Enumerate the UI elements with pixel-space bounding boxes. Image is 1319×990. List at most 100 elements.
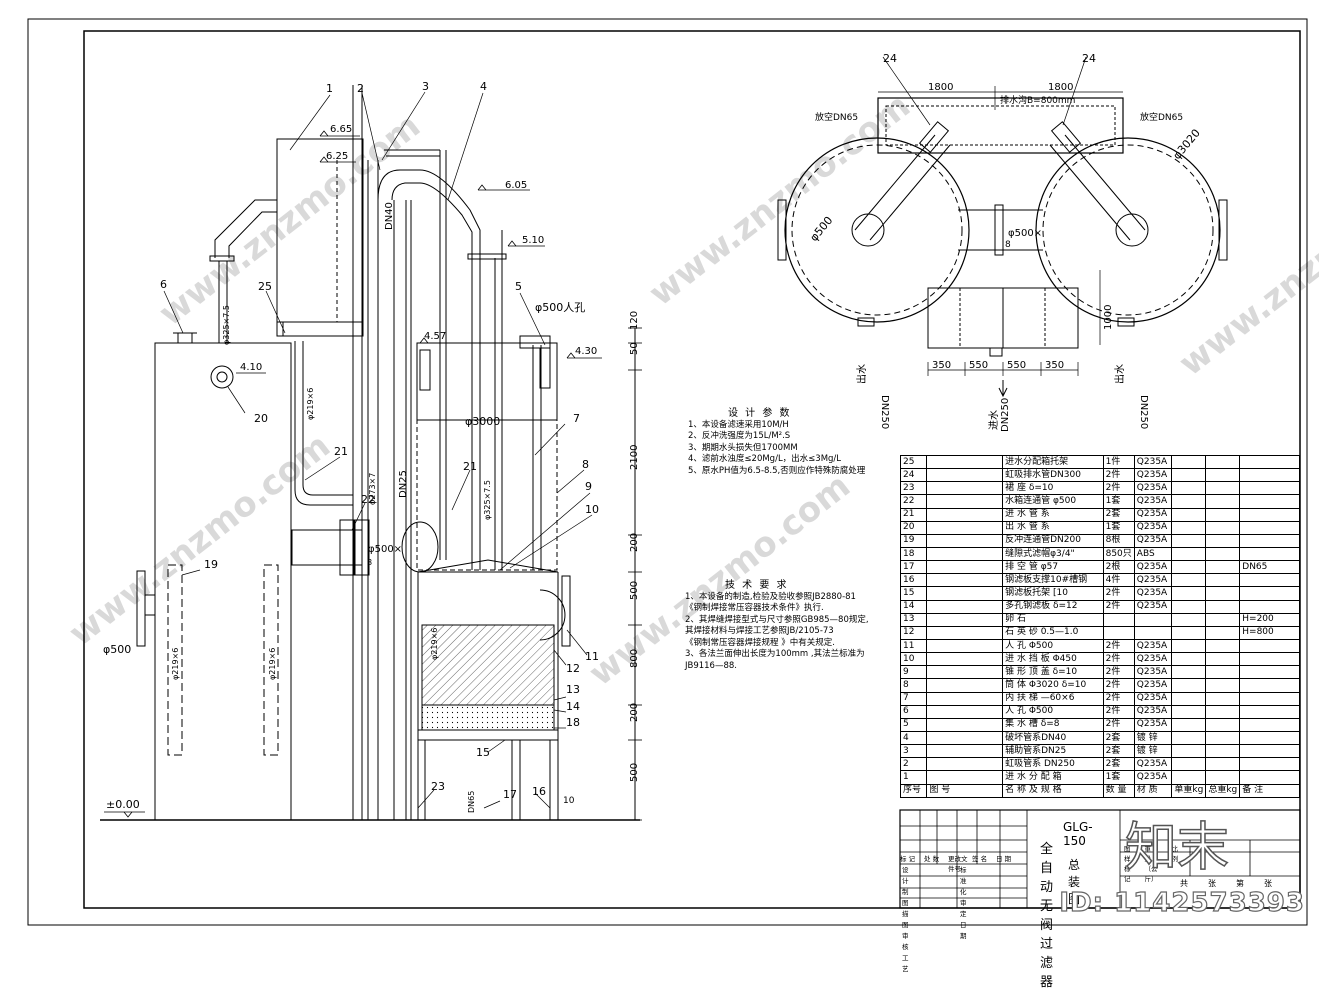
bom-cell: 21 <box>899 507 928 522</box>
role-column: 设 计制 图描 图审 核工 艺 <box>902 865 909 975</box>
part-number-label: 6 <box>160 278 167 291</box>
dimension-label: 500 <box>629 581 640 600</box>
bom-cell: Q235A <box>1133 717 1173 732</box>
bom-cell <box>926 481 1004 496</box>
bom-cell: Q235A <box>1133 468 1173 483</box>
design-parameters: 设 计 参 数 1、本设备滤速采用10M/H 2、反冲洗强度为15L/M².S … <box>688 408 865 477</box>
bom-cell <box>1239 717 1300 732</box>
dimension-label: φ219×6 <box>306 388 315 420</box>
dimension-label: φ3020 <box>1170 127 1203 162</box>
bom-cell: 备 注 <box>1239 783 1300 798</box>
bom-cell <box>1171 704 1207 719</box>
bom-cell <box>1171 717 1207 732</box>
flow-label: DN250 <box>879 395 890 429</box>
bom-cell <box>926 691 1004 706</box>
bom-cell <box>926 586 1004 601</box>
bom-cell: 1套 <box>1102 494 1135 509</box>
bom-cell <box>1171 599 1207 614</box>
bom-cell: Q235A <box>1133 573 1173 588</box>
bom-cell <box>1205 560 1241 575</box>
bom-cell <box>1205 481 1241 496</box>
bom-cell: 内 扶 梯 —60×6 <box>1002 691 1104 706</box>
bom-cell <box>1239 494 1300 509</box>
bom-cell: 4件 <box>1102 573 1135 588</box>
dimension-label: DN65 <box>467 791 476 813</box>
bom-cell <box>1171 533 1207 548</box>
bom-cell: Q235A <box>1133 691 1173 706</box>
title-block-cell: 共 <box>1180 879 1188 888</box>
design-param-line: 5、原水PH值为6.5-8.5,否则应作特殊防腐处理 <box>688 465 866 476</box>
sheet-info-header: 图 样 标 记重 量（公斤）比 例 <box>1124 843 1178 883</box>
elevation-label: 6.05 <box>505 180 527 191</box>
part-number-label: 5 <box>515 280 522 293</box>
bom-cell <box>1171 454 1207 470</box>
flow-label: 出水 <box>1113 364 1126 384</box>
dimension-label: 1800 <box>1048 82 1073 93</box>
dimension-label: 800 <box>629 649 640 668</box>
technical-requirements: 技 术 要 求 1、本设备的制造,检验及验收参照JB2880-81 《钢制焊接常… <box>685 580 869 672</box>
title-block-cell: 张 <box>1208 879 1216 888</box>
dimension-label: φ273×7 <box>368 473 377 505</box>
part-number-label: 21 <box>463 460 477 473</box>
bom-cell <box>1171 468 1207 483</box>
tech-req-line: 《钢制常压容器焊接规程 》中有关规定. <box>685 637 835 648</box>
title-block-cell: 图 样 标 记 <box>1124 845 1131 883</box>
bom-cell <box>926 665 1004 680</box>
bom-cell: 10 <box>899 652 928 667</box>
bom-cell: 锥 形 顶 盖 δ=10 <box>1002 665 1104 680</box>
dimension-label: 放空DN65 <box>815 111 858 123</box>
bom-cell <box>1171 481 1207 496</box>
bom-cell <box>1205 678 1241 693</box>
part-number-label: 9 <box>585 480 592 493</box>
bom-cell <box>1239 520 1300 535</box>
dimension-label: φ219×6 <box>430 628 439 660</box>
title-block-cell: 重 量（公斤） <box>1144 845 1158 883</box>
bom-cell <box>1205 744 1241 759</box>
bom-cell: 虹吸排水管DN300 <box>1002 468 1104 483</box>
bom-cell: 图 号 <box>926 783 1004 798</box>
bom-cell <box>1205 468 1241 483</box>
dimension-label: 排水沟B=800mm <box>1000 94 1075 106</box>
bom-cell: Q235A <box>1133 704 1173 719</box>
bom-cell <box>1239 586 1300 601</box>
bom-cell: 镀 锌 <box>1133 744 1173 759</box>
part-number-label: 22 <box>361 493 375 506</box>
bom-cell <box>926 638 1004 654</box>
bom-cell: 卵 石 <box>1002 612 1104 627</box>
bom-cell: 总重kg <box>1205 783 1241 798</box>
bom-cell: 进 水 分 配 箱 <box>1002 770 1104 785</box>
dimension-label: φ500× <box>1008 228 1042 239</box>
title-block-cell: 标 记 <box>900 855 916 863</box>
bom-cell: 11 <box>899 638 928 654</box>
bom-cell: 进 水 管 系 <box>1002 507 1104 522</box>
title-block-cell: 标准化 <box>960 866 967 896</box>
signature-row: 标 记处 数更改文件号签 名日 期 <box>900 853 1020 873</box>
bom-cell: 25 <box>899 454 928 470</box>
bom-cell: 反冲连通管DN200 <box>1002 533 1104 548</box>
bom-cell: 水箱连通管 φ500 <box>1002 494 1104 509</box>
bom-cell <box>1205 599 1241 614</box>
part-number-label: 16 <box>532 785 546 798</box>
dimension-label: 500 <box>629 763 640 782</box>
bom-cell <box>926 744 1004 759</box>
bom-cell: 单重kg <box>1171 783 1207 798</box>
bom-cell <box>926 612 1004 627</box>
bom-cell <box>1239 744 1300 759</box>
part-number-label: 14 <box>566 700 580 713</box>
bom-cell: 进水分配箱托架 <box>1002 454 1104 470</box>
bom-cell: 筒 体 Φ3020 δ=10 <box>1002 678 1104 693</box>
bom-cell <box>1205 665 1241 680</box>
bom-cell: Q235A <box>1133 533 1173 548</box>
part-number-label: 8 <box>582 458 589 471</box>
part-number-label: 4 <box>480 80 487 93</box>
part-number-label: 1 <box>326 82 333 95</box>
bom-cell: 7 <box>899 691 928 706</box>
